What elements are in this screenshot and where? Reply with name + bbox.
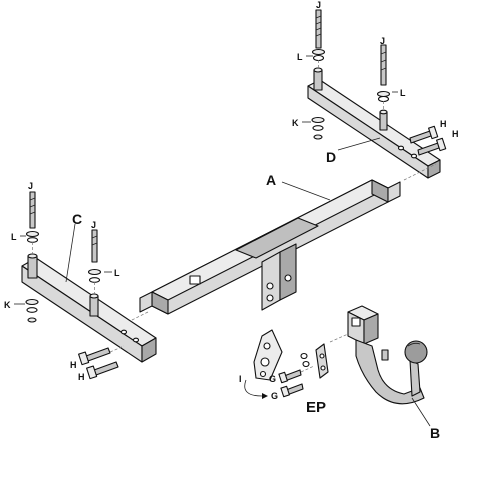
label-h-right-2: H <box>452 129 459 139</box>
electrical-plate-ep <box>253 329 329 381</box>
left-washer-stack-k <box>25 298 39 323</box>
label-c: C <box>72 211 82 227</box>
right-horizontal-bolts-h <box>409 125 447 156</box>
left-horizontal-bolts-h <box>78 345 125 380</box>
right-vertical-bolts <box>311 9 391 110</box>
label-b: B <box>430 425 440 441</box>
ball-neck-b <box>329 305 428 405</box>
label-k-left: K <box>4 300 11 310</box>
label-j-left-1: J <box>28 181 33 191</box>
label-d: D <box>326 149 336 165</box>
label-g-upper: G <box>269 374 276 384</box>
label-ep: EP <box>306 399 326 416</box>
left-vertical-bolts <box>25 191 102 294</box>
label-l-right-2: L <box>400 88 406 98</box>
right-bracket-d <box>307 67 441 179</box>
label-h-right-1: H <box>440 119 447 129</box>
label-j-right-1: J <box>316 0 321 10</box>
label-l-left-2: L <box>114 268 120 278</box>
label-a: A <box>266 172 276 188</box>
rotation-arrow-i <box>244 379 268 399</box>
label-k-right: K <box>292 118 299 128</box>
leader-lines <box>14 55 431 427</box>
right-washer-stack-k <box>311 116 325 140</box>
label-l-left-1: L <box>11 232 17 242</box>
label-i: I <box>239 374 242 384</box>
label-l-right-1: L <box>297 52 303 62</box>
small-bolts-g <box>278 352 315 398</box>
label-h-left-1: H <box>70 360 77 370</box>
label-j-left-2: J <box>91 220 96 230</box>
left-bracket-c <box>21 253 157 363</box>
label-h-left-2: H <box>78 372 85 382</box>
main-beam-a <box>139 179 401 315</box>
label-j-right-2: J <box>380 36 385 46</box>
label-g-lower: G <box>271 391 278 401</box>
